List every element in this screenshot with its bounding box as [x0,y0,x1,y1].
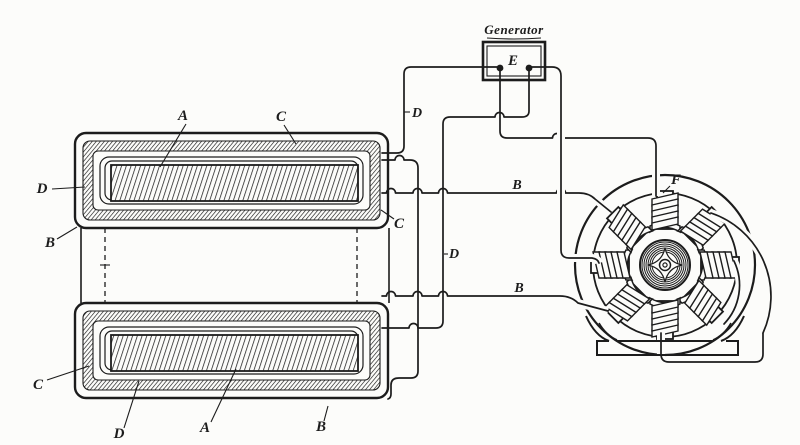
motor-pole-nw [605,203,654,254]
motor-base [585,315,745,356]
generator-terminal-right [525,64,533,72]
wire-right-outer-arc [710,212,772,334]
motor-foot-left [585,315,610,342]
generator-title: Generator [484,22,544,37]
label-winding-c-right: C [394,216,405,232]
label-line-d-lower: D [448,247,459,262]
motor-letter: F [670,172,681,188]
wires-coil-side [381,66,530,400]
coil-top-winding-band [82,140,381,221]
coil-top-case [73,131,390,230]
label-winding-d-left: D [36,181,48,197]
coil-connectors [80,228,390,303]
wire-generator-to-left-pole [530,66,600,264]
induction-coil-top [73,131,390,230]
motor-foot-right [720,315,745,342]
induction-coil-bottom [73,301,390,400]
label-case-bottom: B [315,419,326,435]
label-winding-c-bottomleft: C [33,377,44,393]
motor-pole-ne [676,205,727,254]
coil-bottom-winding-band [82,310,381,391]
wires-to-motor [381,63,775,366]
wire-b-lower [381,290,609,312]
label-case-left: B [44,235,55,251]
label-line-b-upper: B [511,178,521,193]
label-winding-c-top: C [276,109,287,125]
wire-bottom-pole-return [660,332,764,363]
motor-pole-w [590,249,634,281]
motor-rotor [639,239,691,291]
wire-coil-series-link [381,154,419,400]
motor-pole-s [649,296,681,340]
label-line-b-lower: B [513,281,523,296]
rotor-shaft [658,258,672,272]
motor-pole-se [676,276,725,327]
generator [481,37,547,82]
wire-d-lower [381,67,530,329]
motor-pole-sw [603,276,654,325]
generator-letter: E [507,53,518,69]
label-line-d-upper: D [411,106,422,121]
coil-bottom-core [110,334,359,372]
labels: Generator E F A C D B C C D A B D D B B [33,22,681,442]
label-core-bottom: A [199,420,210,436]
generator-box [481,40,547,82]
generator-terminal-left [496,64,504,72]
label-core-top: A [177,108,188,124]
label-winding-d-bottom: D [113,426,125,442]
coil-top-core [110,164,359,202]
motor-pole-n [649,190,681,234]
coil-bottom-case [73,301,390,400]
wire-generator-to-top-pole [499,67,657,197]
wire-d-upper [381,66,498,154]
wire-right-inner-arc [723,260,741,325]
